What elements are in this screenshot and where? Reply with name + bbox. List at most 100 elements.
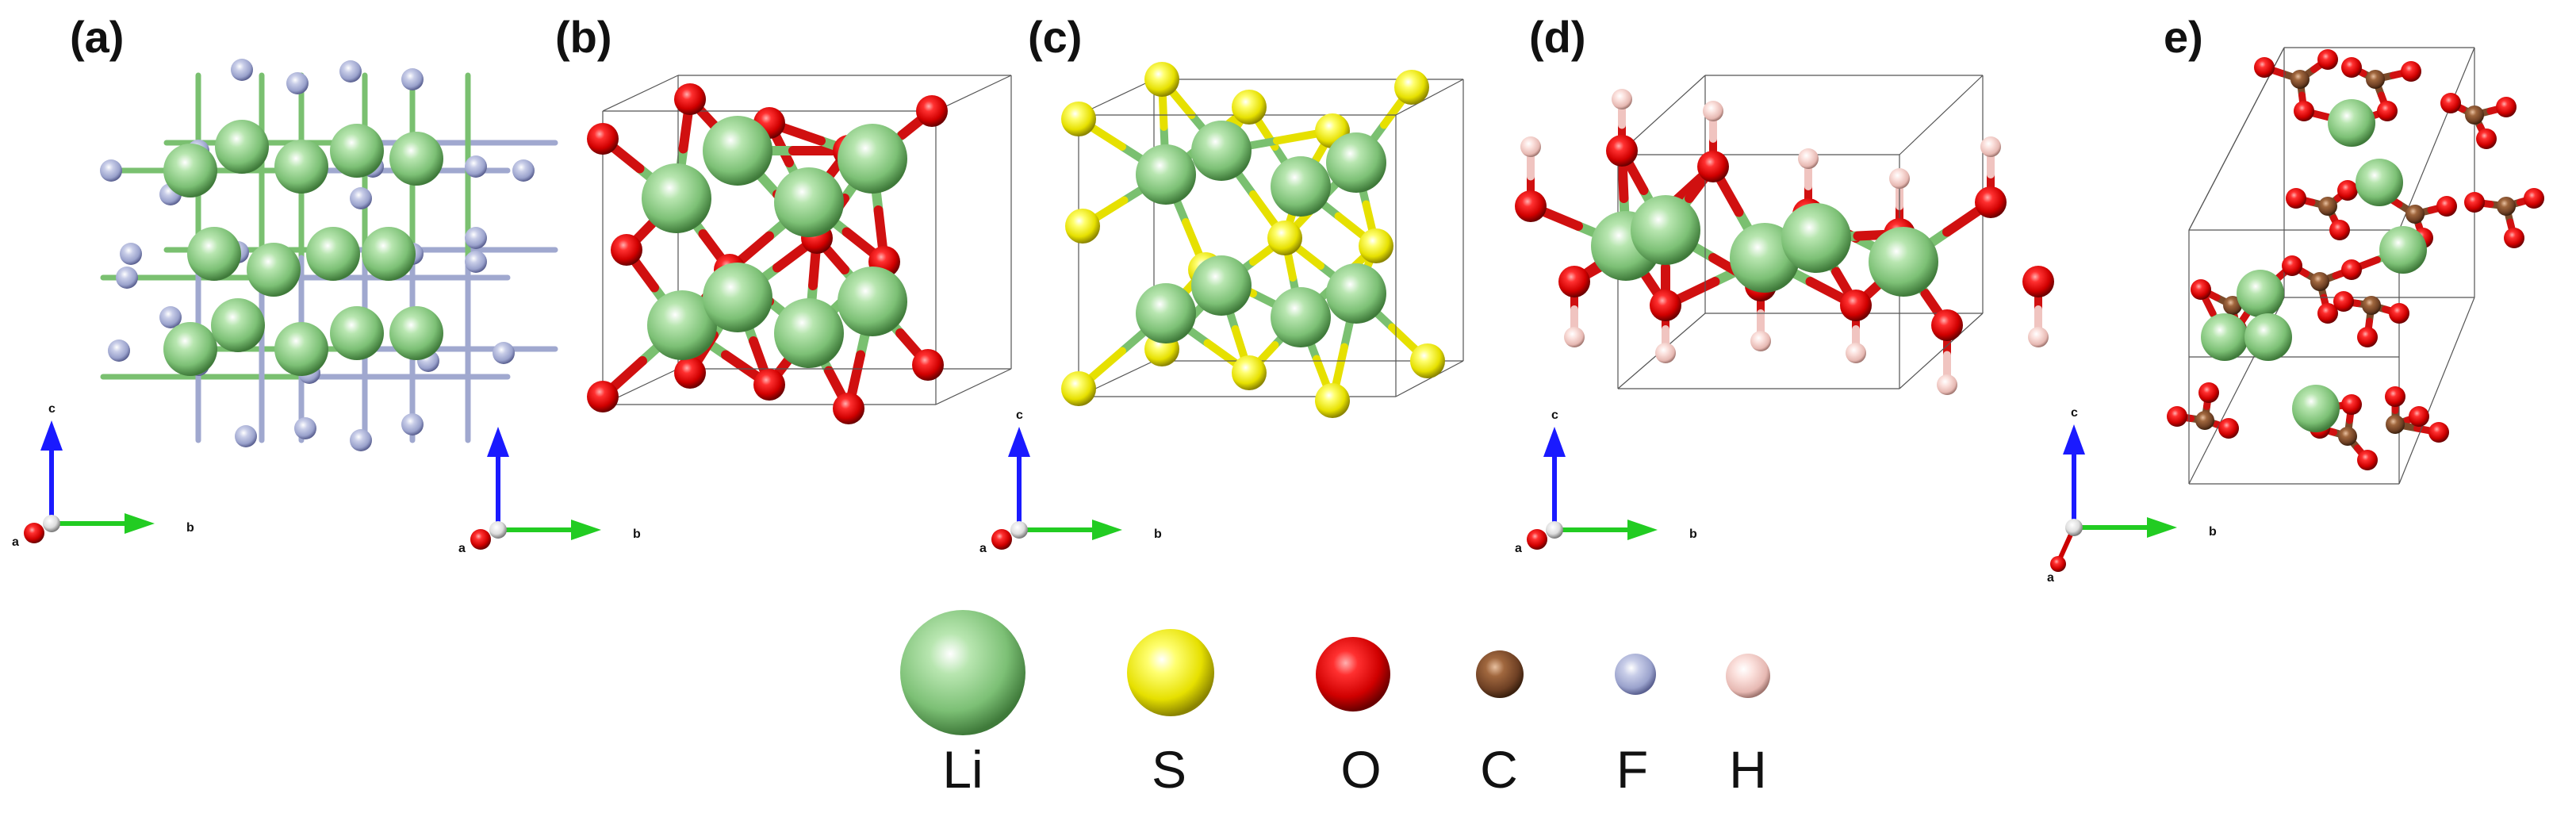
atom-f (339, 60, 362, 82)
atom-li (389, 306, 443, 360)
atom-s (1232, 90, 1267, 125)
unit-cell-edge (1395, 360, 1464, 397)
atom-f (116, 267, 138, 289)
atom-o (2504, 228, 2524, 248)
atom-o (2401, 61, 2421, 82)
atom-h (1655, 343, 1676, 363)
atom-o (2377, 101, 2398, 121)
atom-li (389, 132, 443, 186)
axis-label-b: b (1154, 527, 1162, 541)
unit-cell-edge (935, 368, 1012, 405)
atom-o (2428, 422, 2449, 443)
atom-li (2201, 313, 2248, 361)
atom-li (1271, 156, 1331, 217)
atom-o (2167, 406, 2187, 427)
atom-o (912, 349, 944, 381)
atom-o (2409, 406, 2429, 427)
atom-f (465, 155, 487, 178)
atom-h (1750, 331, 1771, 351)
atom-li (2328, 99, 2375, 147)
atom-c (2362, 296, 2381, 315)
atom-o (2022, 266, 2054, 297)
axis-c-arrowhead (40, 420, 63, 451)
atom-li (2379, 226, 2427, 274)
legend-sphere-f (1615, 654, 1656, 695)
atom-c (2223, 296, 2242, 315)
atom-f (350, 187, 372, 209)
atom-f (401, 68, 424, 90)
atom-o (1606, 135, 1638, 167)
atom-s (1144, 62, 1179, 97)
legend-sphere-o (1316, 637, 1390, 712)
atom-o (1558, 266, 1590, 297)
axis-label-c: c (48, 402, 56, 416)
atom-s (1394, 70, 1429, 105)
atom-li (1136, 283, 1196, 343)
axis-a-head (2050, 556, 2066, 572)
atom-li (838, 124, 907, 194)
atom-o (2329, 220, 2350, 240)
axis-b-arrowhead (571, 520, 601, 540)
atom-li (330, 124, 384, 178)
atom-li (1326, 132, 1386, 193)
atom-h (1937, 374, 1957, 395)
legend-sphere-li (900, 610, 1025, 735)
atoms-layer (100, 49, 2544, 470)
atom-s (1315, 383, 1350, 418)
atom-o (674, 357, 706, 389)
atom-li (1326, 263, 1386, 324)
legend-label-h: H (1729, 740, 1767, 799)
axis-b-arrowhead (125, 513, 155, 534)
atom-o (2333, 291, 2354, 312)
atom-li (274, 140, 328, 194)
atom-o (2198, 382, 2219, 403)
unit-cell-edge (1899, 75, 1984, 155)
atom-o (674, 83, 706, 115)
axis-label-a: a (2047, 571, 2054, 585)
atom-li (2356, 159, 2403, 206)
legend-label-f: F (1616, 740, 1649, 799)
legend-layer (900, 610, 1770, 735)
atom-h (1846, 343, 1866, 363)
axis-b-arrowhead (2147, 517, 2177, 538)
atom-c (2497, 197, 2516, 216)
atom-o (2496, 97, 2517, 117)
legend-sphere-c (1476, 650, 1524, 698)
axis-origin (1546, 521, 1563, 539)
atom-li (1191, 121, 1252, 181)
axis-c-arrowhead (487, 427, 509, 457)
atom-li (247, 243, 301, 297)
atom-c (2290, 70, 2310, 89)
legend-label-li: Li (942, 740, 983, 799)
atom-o (2341, 57, 2362, 78)
atom-c (2386, 415, 2405, 434)
legend-label-s: S (1151, 740, 1187, 799)
atom-o (2524, 188, 2544, 209)
axis-label-a: a (1515, 542, 1522, 555)
atom-o (1840, 290, 1872, 321)
legend-sphere-h (1726, 654, 1770, 698)
atom-f (231, 59, 253, 81)
axis-label-b: b (1689, 527, 1697, 541)
atom-s (1359, 228, 1393, 263)
atom-s (1061, 371, 1096, 406)
axis-origin (43, 515, 60, 532)
atom-h (1703, 101, 1723, 121)
atom-f (100, 159, 122, 182)
axis-label-b: b (186, 521, 194, 535)
unit-cell-edge (602, 75, 679, 112)
atom-o (1697, 151, 1729, 182)
panel-label-c: (c) (1028, 12, 1083, 62)
atom-o (2254, 57, 2275, 78)
atom-s (1065, 209, 1100, 244)
axis-origin (1010, 521, 1028, 539)
axis-b-arrowhead (1092, 520, 1122, 540)
axis-b-arrowhead (1627, 520, 1658, 540)
atom-c (2405, 205, 2425, 224)
atom-c (2465, 105, 2484, 125)
atom-li (647, 290, 717, 360)
atom-h (1889, 168, 1910, 189)
atom-f (286, 72, 309, 94)
atom-li (2237, 270, 2284, 317)
